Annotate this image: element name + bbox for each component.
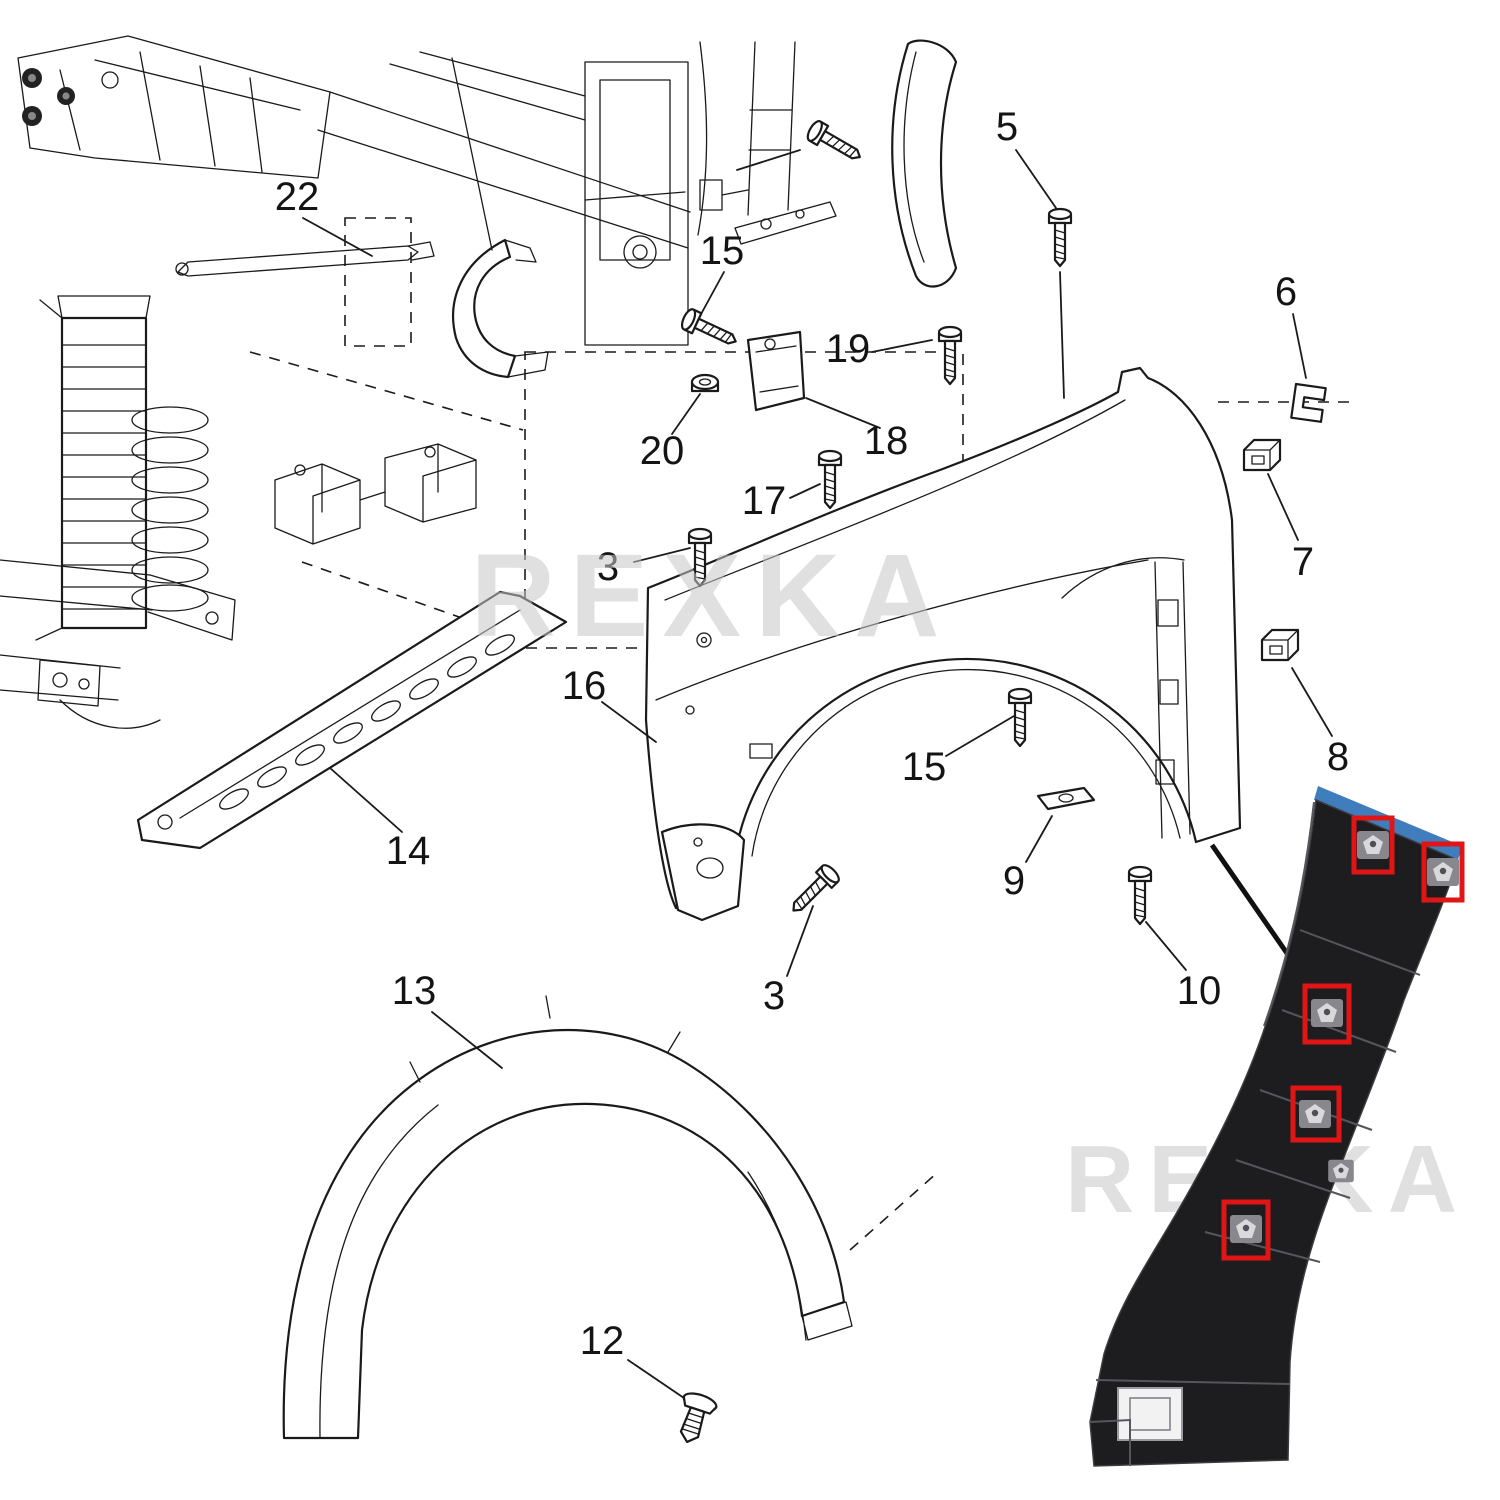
foot-hole — [1117, 1387, 1183, 1441]
bolt-icon-17 — [817, 449, 843, 510]
highlight-box — [1421, 841, 1465, 903]
highlight-box — [1302, 983, 1352, 1045]
clip-icon-6 — [1290, 382, 1327, 423]
clip-icon-7 — [1242, 438, 1282, 472]
clip-icon-8 — [1260, 628, 1300, 662]
nut-icon-20 — [690, 373, 720, 393]
engine-cradle-brackets — [274, 443, 477, 545]
highlight-box — [1221, 1199, 1271, 1261]
coil-spring — [131, 406, 209, 612]
callout-15-upper: 15 — [700, 229, 745, 273]
pushpin-icon-12 — [669, 1388, 720, 1449]
pushnut-icon — [1311, 999, 1343, 1027]
pushnut-icon — [1328, 1159, 1354, 1183]
callout-14: 14 — [386, 829, 431, 873]
radiator — [35, 295, 151, 641]
callout-5: 5 — [996, 105, 1018, 149]
callout-9: 9 — [1003, 859, 1025, 903]
fender-filler-photo-insert — [1089, 786, 1465, 1467]
front-fender-panel — [644, 366, 1242, 922]
bolt-icon-10 — [1127, 865, 1153, 926]
highlight-box — [1351, 815, 1395, 875]
callout-16: 16 — [562, 664, 607, 708]
door-seal — [891, 39, 958, 288]
bolt-icon-3-lower — [784, 861, 843, 920]
splash-shield-bracket — [451, 57, 549, 379]
pushnut-icon — [1299, 1100, 1331, 1128]
callout-3-lower: 3 — [763, 974, 785, 1018]
leader-lines — [302, 149, 1333, 1399]
highlight-box — [1290, 1085, 1342, 1143]
rocker-sill-panel — [136, 590, 568, 850]
callout-10: 10 — [1177, 969, 1222, 1013]
callout-15-lower: 15 — [902, 745, 947, 789]
callout-labels: 22 5 15 19 18 20 17 6 3 7 16 15 8 14 9 3… — [275, 105, 1349, 1363]
callout-17: 17 — [742, 479, 787, 523]
callout-13: 13 — [392, 969, 437, 1013]
watermark-center: REXKA — [470, 530, 953, 662]
pushnut-icon — [1230, 1215, 1262, 1243]
unut-icon-9 — [1036, 786, 1096, 811]
callout-7: 7 — [1292, 540, 1314, 584]
mount-bracket-18 — [746, 330, 806, 412]
bolt-icon-19 — [937, 325, 963, 386]
wheelhouse-liner — [282, 995, 853, 1440]
callout-8: 8 — [1327, 735, 1349, 779]
chassis-frame-assembly — [0, 35, 1350, 1251]
bolt-icon — [803, 117, 867, 168]
bolt-icon-5 — [1047, 207, 1073, 268]
callout-20: 20 — [640, 429, 685, 473]
callout-3-upper: 3 — [597, 545, 619, 589]
callout-22: 22 — [275, 175, 320, 219]
callout-12: 12 — [580, 1319, 625, 1363]
callout-19: 19 — [826, 327, 871, 371]
callout-18: 18 — [864, 419, 909, 463]
pushnut-icon — [1427, 858, 1459, 886]
callout-6: 6 — [1275, 270, 1297, 314]
filler-body — [1089, 798, 1459, 1467]
tie-bar-rod — [175, 241, 435, 277]
hinge-pillar — [697, 41, 837, 245]
pushnut-icon — [1357, 831, 1389, 859]
insert-indicator-line — [1209, 843, 1296, 964]
frame-rails — [0, 559, 236, 729]
